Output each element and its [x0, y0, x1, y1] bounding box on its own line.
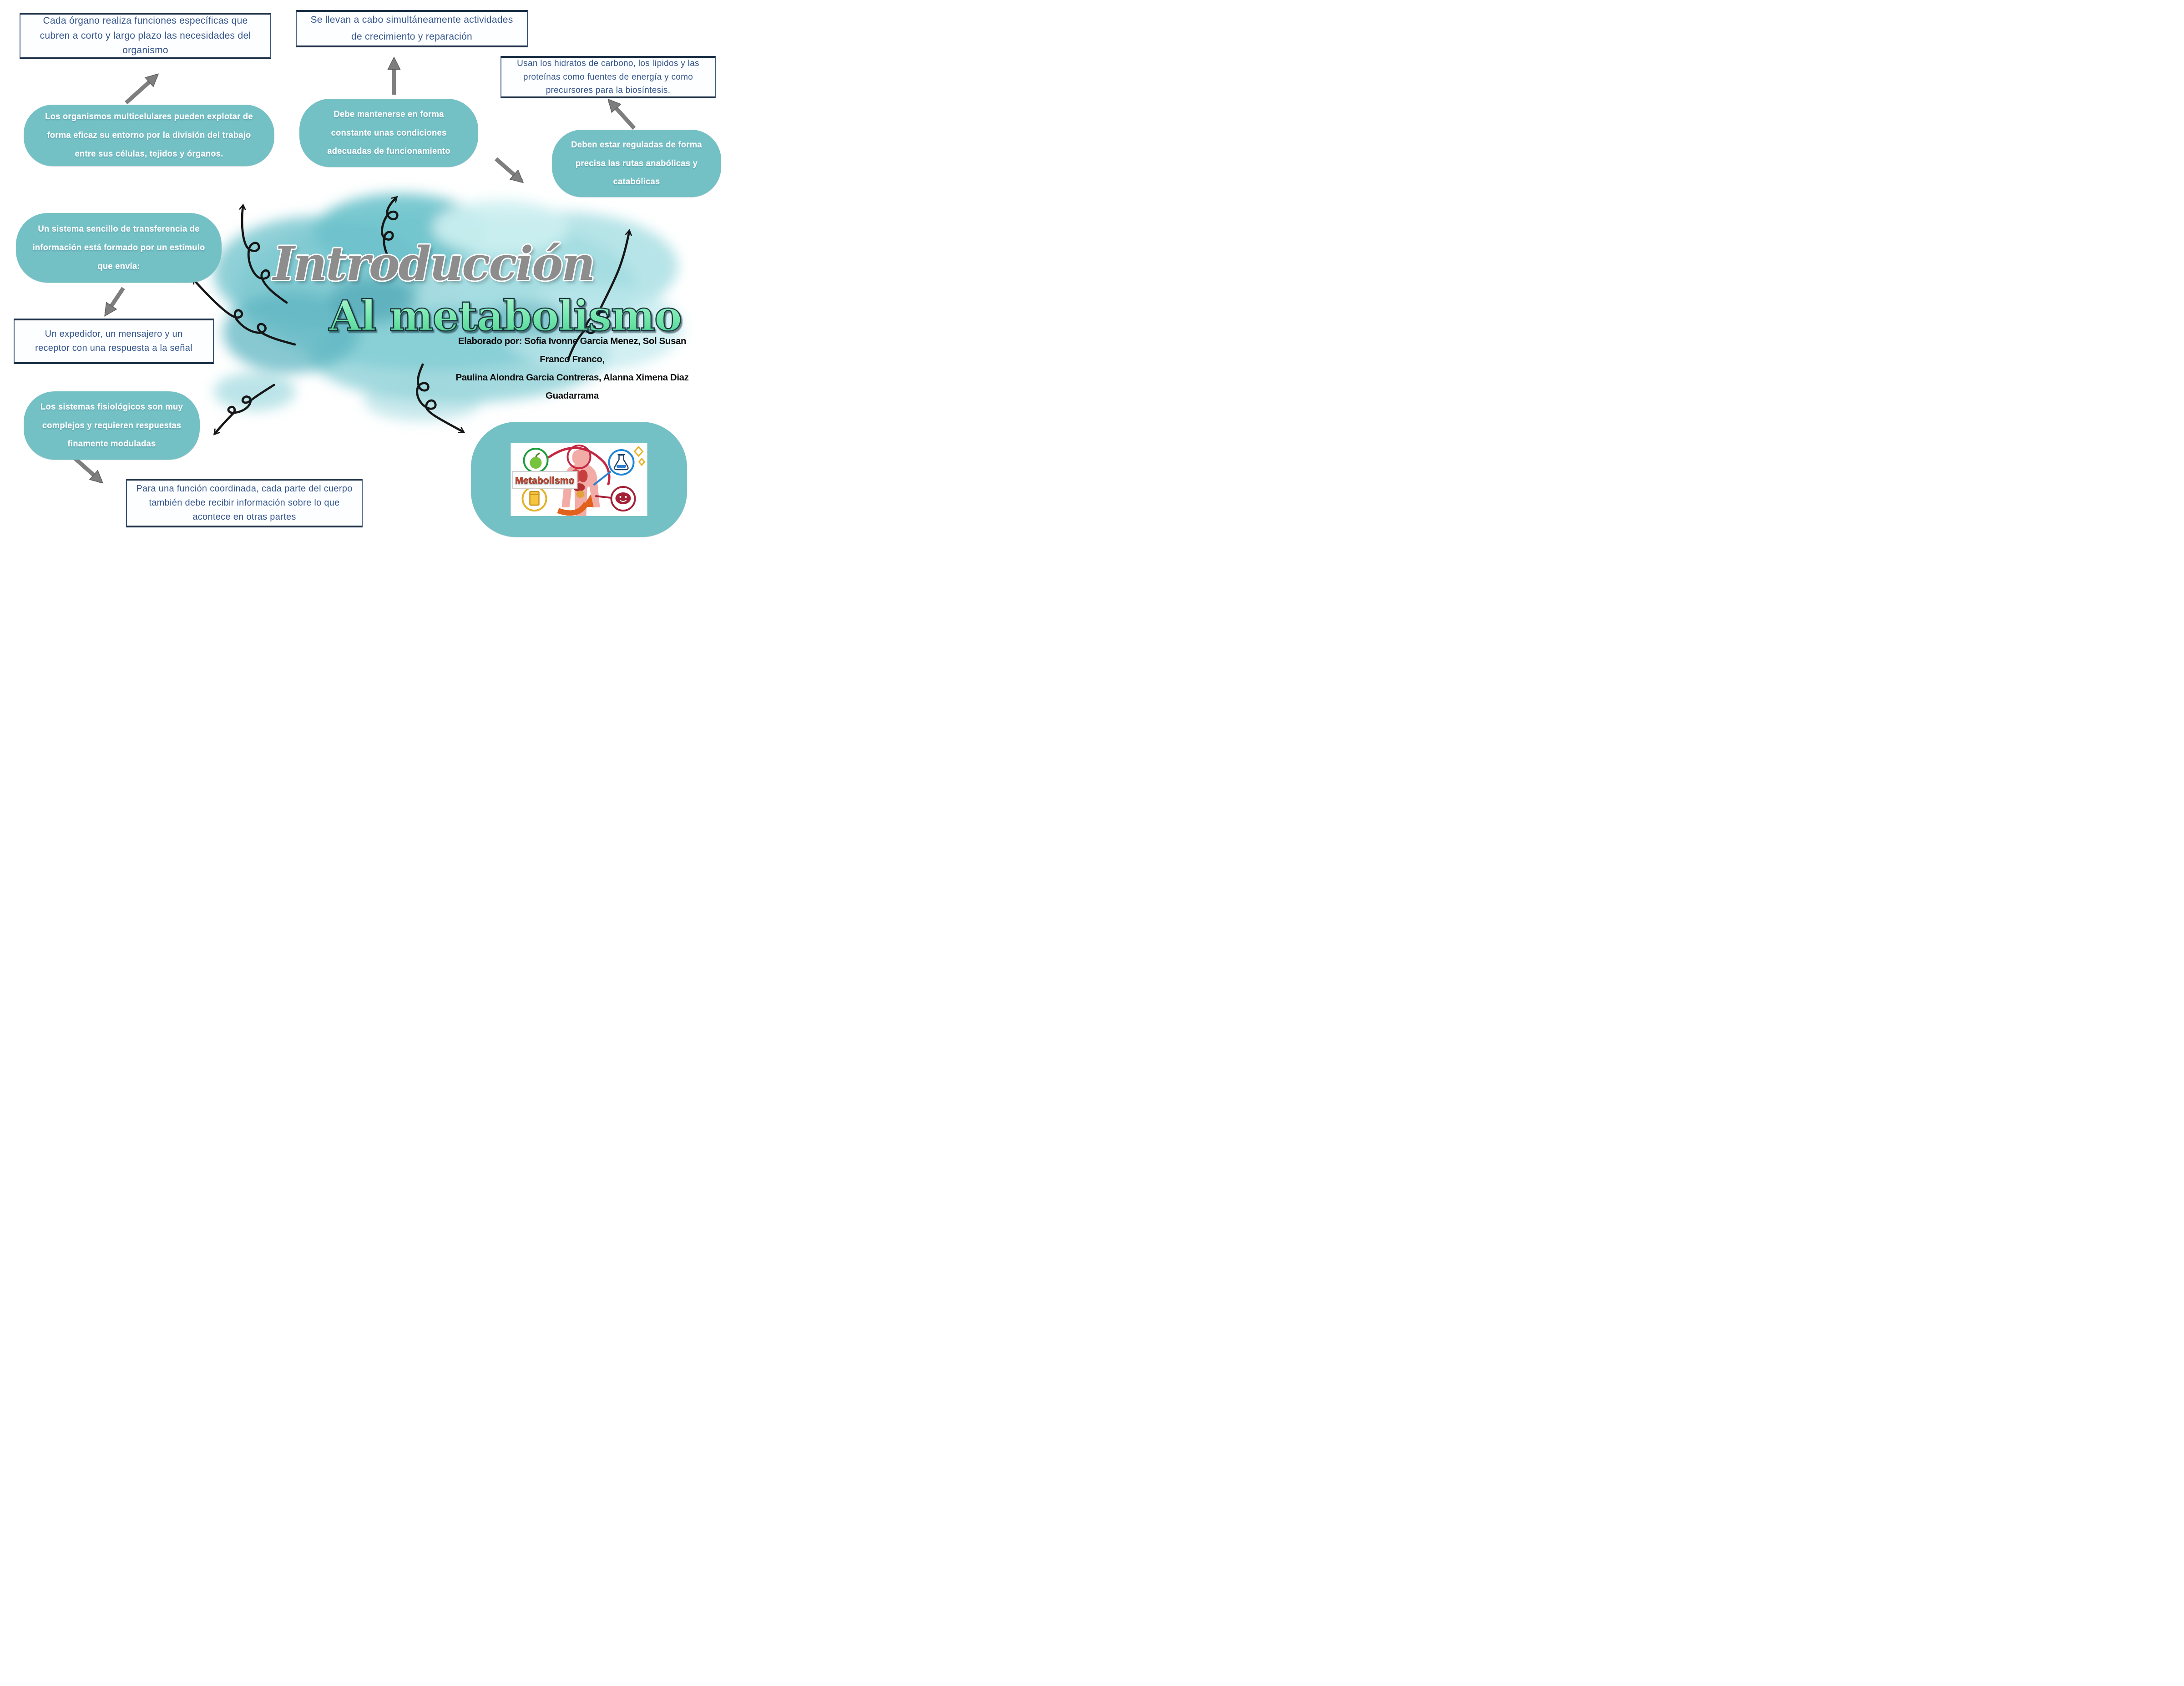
box-sender-messenger: Un expedidor, un mensajero y un receptor… [14, 319, 214, 364]
credits-line-1: Elaborado por: Sofia Ivonne Garcia Menez… [458, 336, 687, 365]
curly-arrow-to-physio [213, 384, 275, 435]
box-energy-sources: Usan los hidratos de carbono, los lípido… [500, 56, 716, 98]
juice-box-icon [521, 486, 547, 511]
metabolism-concept-map: Introducción Al metabolismo Elaborado po… [0, 0, 728, 562]
pill-regulated-pathways: Deben estar reguladas de forma precisa l… [552, 130, 721, 197]
pill-physiological-systems: Los sistemas fisiológicos son muy comple… [24, 391, 200, 460]
gray-arrow-multicellular-to-organ [124, 73, 159, 105]
credits: Elaborado por: Sofia Ivonne Garcia Menez… [448, 332, 696, 405]
pill-transfer-system: Un sistema sencillo de transferencia de … [16, 213, 222, 283]
gray-arrow-transfer-to-sender [104, 287, 125, 317]
box-organ-functions: Cada órgano realiza funciones específica… [20, 13, 271, 59]
box-coordinated-function: Para una función coordinada, cada parte … [126, 479, 363, 527]
connector-arc [547, 446, 611, 486]
apple-icon [523, 447, 549, 473]
flask-icon [593, 449, 635, 486]
title-script-line: Introducción [273, 237, 595, 291]
metabolismo-label: Metabolismo [515, 476, 575, 486]
pill-metabolism-image: Metabolismo [471, 422, 687, 537]
gray-arrow-regulated-to-energy [607, 98, 636, 130]
brain-icon [595, 486, 636, 511]
gray-arrow-constant-to-regulated [495, 157, 524, 183]
metabolismo-banner: Metabolismo [512, 471, 578, 489]
box-growth-repair: Se llevan a cabo simultáneamente activid… [296, 10, 528, 47]
pill-constant-conditions: Debe mantenerse en forma constante unas … [299, 99, 478, 167]
pill-multicellular: Los organismos multicelulares pueden exp… [24, 105, 274, 166]
sparkles-icon [633, 446, 646, 466]
metabolism-illustration: Metabolismo [511, 443, 647, 516]
credits-line-2: Paulina Alondra Garcia Contreras, Alanna… [455, 372, 689, 401]
gray-arrow-physio-to-coord [72, 456, 104, 484]
orange-arrow-icon [557, 494, 594, 516]
